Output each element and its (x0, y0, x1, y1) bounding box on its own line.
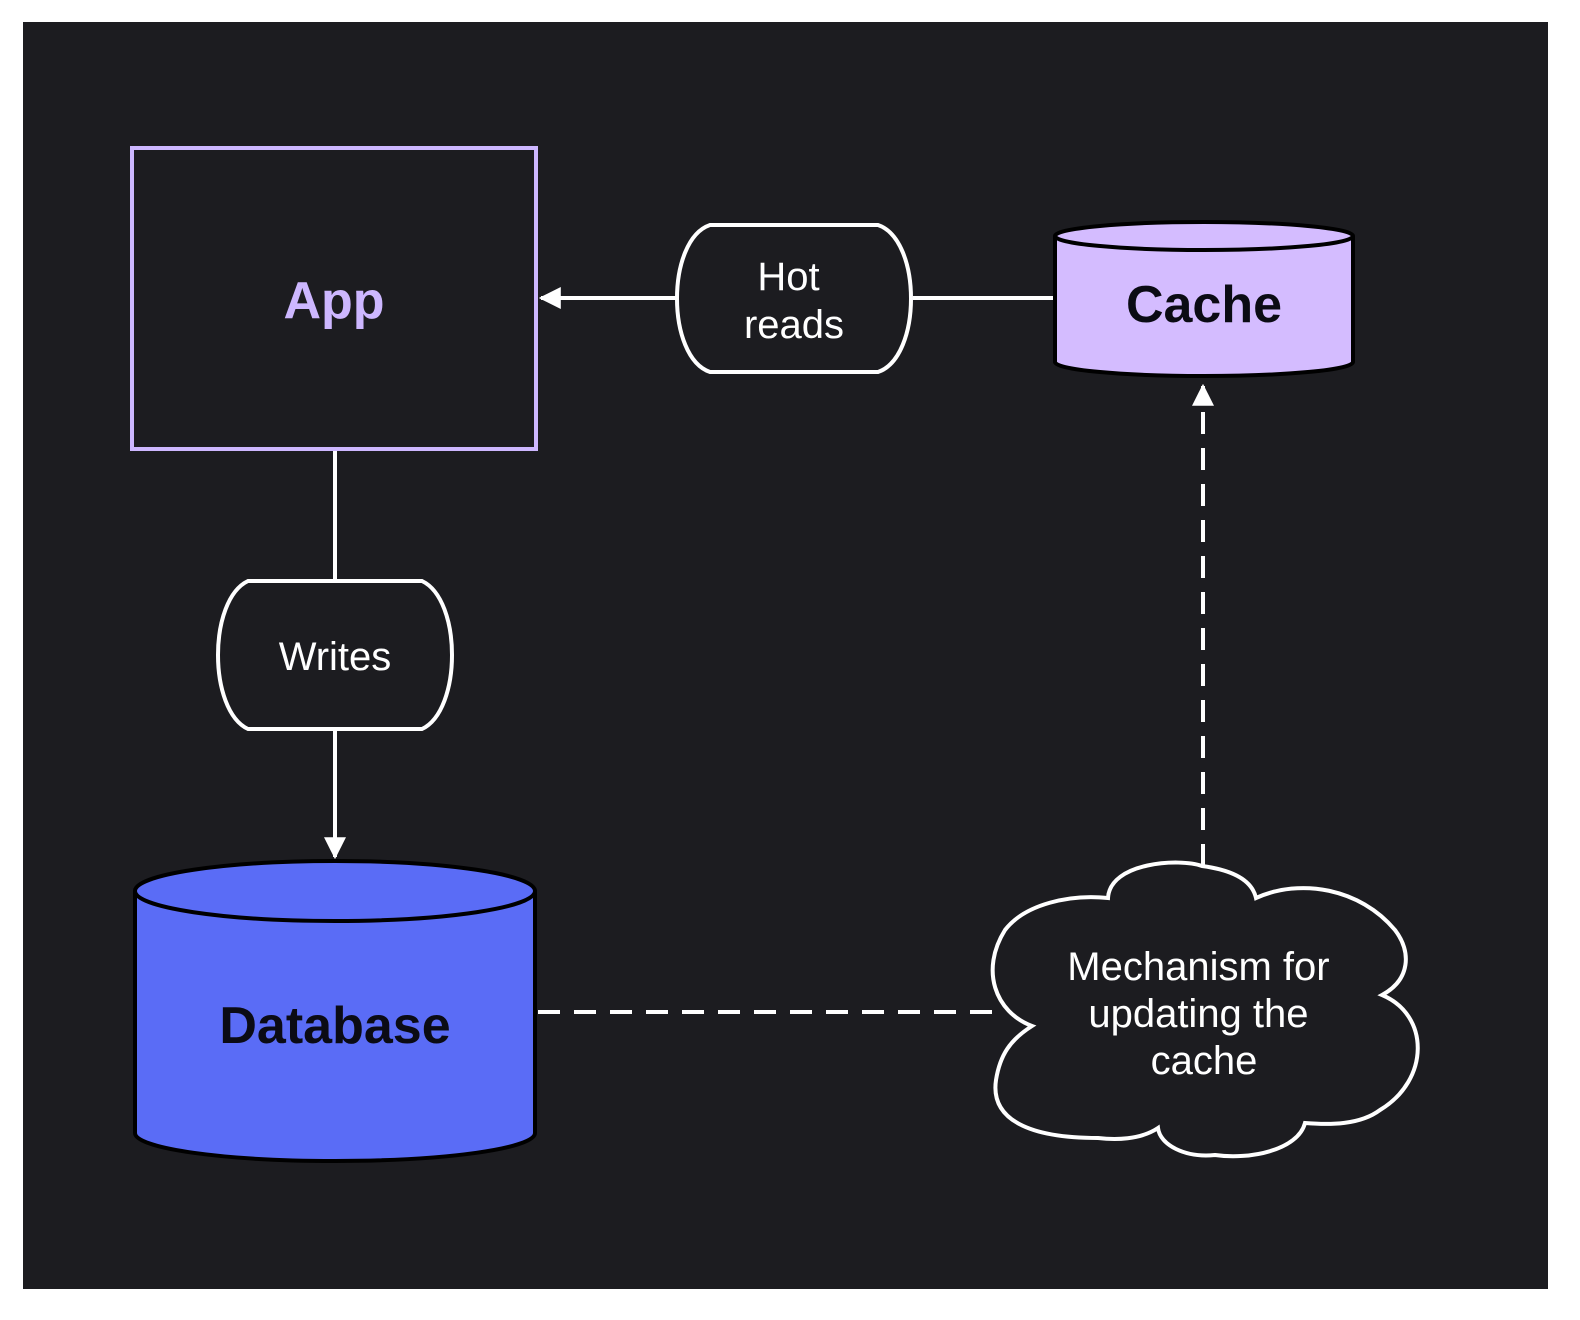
cache-label: Cache (1126, 276, 1282, 334)
hot-reads-pill (675, 223, 913, 374)
hot-reads-label-line-2: reads (744, 303, 844, 347)
writes-label: Writes (279, 635, 392, 679)
svg-text:Hot reads: Hot reads (744, 255, 844, 347)
database-node: Database (133, 859, 537, 1163)
hot-reads-label-line-1: Hot (757, 255, 819, 299)
mechanism-label-line-1: Mechanism for (1067, 945, 1329, 989)
mechanism-node: Mechanism for updating the cache (990, 860, 1420, 1159)
database-cylinder-body (133, 891, 537, 1163)
database-cylinder-top (133, 859, 537, 923)
hot-reads-edge-label: Hot reads (675, 223, 913, 374)
cache-cylinder-body (1053, 236, 1355, 378)
mechanism-label-line-2: updating the (1088, 992, 1308, 1036)
cache-node: Cache (1053, 220, 1355, 378)
mechanism-cloud (990, 860, 1420, 1159)
app-label: App (283, 272, 384, 330)
app-box (130, 146, 538, 451)
writes-edge-label: Writes (216, 579, 454, 731)
database-label: Database (219, 997, 450, 1055)
mechanism-label-line-3: cache (1151, 1039, 1258, 1083)
writes-pill (216, 579, 454, 731)
cache-cylinder-top (1053, 220, 1355, 252)
app-node: App (130, 146, 538, 451)
svg-text:Mechanism for updating t: Mechanism for updating the cache (1067, 945, 1340, 1083)
